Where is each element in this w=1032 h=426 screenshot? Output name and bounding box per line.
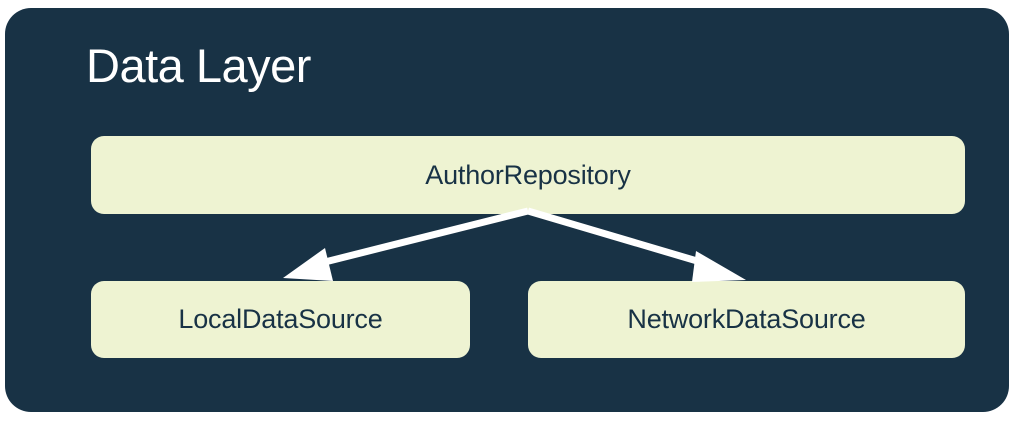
node-author-repository[interactable]: AuthorRepository [91, 136, 965, 214]
node-network-data-source[interactable]: NetworkDataSource [528, 281, 965, 358]
node-network-data-source-label: NetworkDataSource [627, 304, 866, 334]
node-local-data-source[interactable]: LocalDataSource [91, 281, 470, 358]
page-title: Data Layer [86, 39, 311, 92]
node-local-data-source-label: LocalDataSource [178, 304, 383, 334]
node-author-repository-label: AuthorRepository [425, 159, 631, 190]
